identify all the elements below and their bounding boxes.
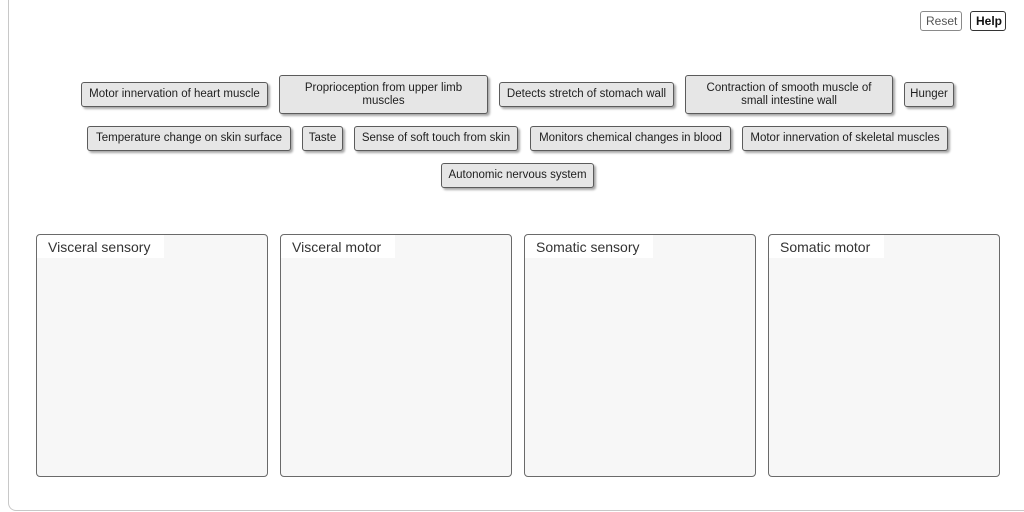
bin-title: Visceral motor [281, 235, 396, 258]
label-taste[interactable]: Taste [302, 126, 343, 151]
bin-title: Somatic sensory [525, 235, 654, 258]
activity-frame [8, 0, 1024, 511]
label-proprioception-upper-limb[interactable]: Proprioception from upper limb muscles [279, 75, 488, 114]
bin-title: Visceral sensory [37, 235, 165, 258]
label-chemical-changes-blood[interactable]: Monitors chemical changes in blood [530, 126, 731, 151]
bin-visceral-motor[interactable]: Visceral motor [280, 234, 512, 477]
reset-button[interactable]: Reset [920, 11, 962, 31]
label-motor-innervation-heart[interactable]: Motor innervation of heart muscle [81, 82, 268, 107]
label-autonomic-nervous-system[interactable]: Autonomic nervous system [441, 163, 594, 188]
label-contraction-smooth-muscle[interactable]: Contraction of smooth muscle of small in… [685, 75, 893, 114]
bin-visceral-sensory[interactable]: Visceral sensory [36, 234, 268, 477]
help-button[interactable]: Help [970, 11, 1006, 31]
label-motor-innervation-skeletal[interactable]: Motor innervation of skeletal muscles [742, 126, 948, 151]
label-soft-touch-skin[interactable]: Sense of soft touch from skin [354, 126, 518, 151]
bin-somatic-sensory[interactable]: Somatic sensory [524, 234, 756, 477]
label-stretch-stomach-wall[interactable]: Detects stretch of stomach wall [499, 82, 674, 107]
bin-somatic-motor[interactable]: Somatic motor [768, 234, 1000, 477]
label-hunger[interactable]: Hunger [904, 82, 954, 107]
label-temperature-change-skin[interactable]: Temperature change on skin surface [87, 126, 291, 151]
bin-title: Somatic motor [769, 235, 885, 258]
